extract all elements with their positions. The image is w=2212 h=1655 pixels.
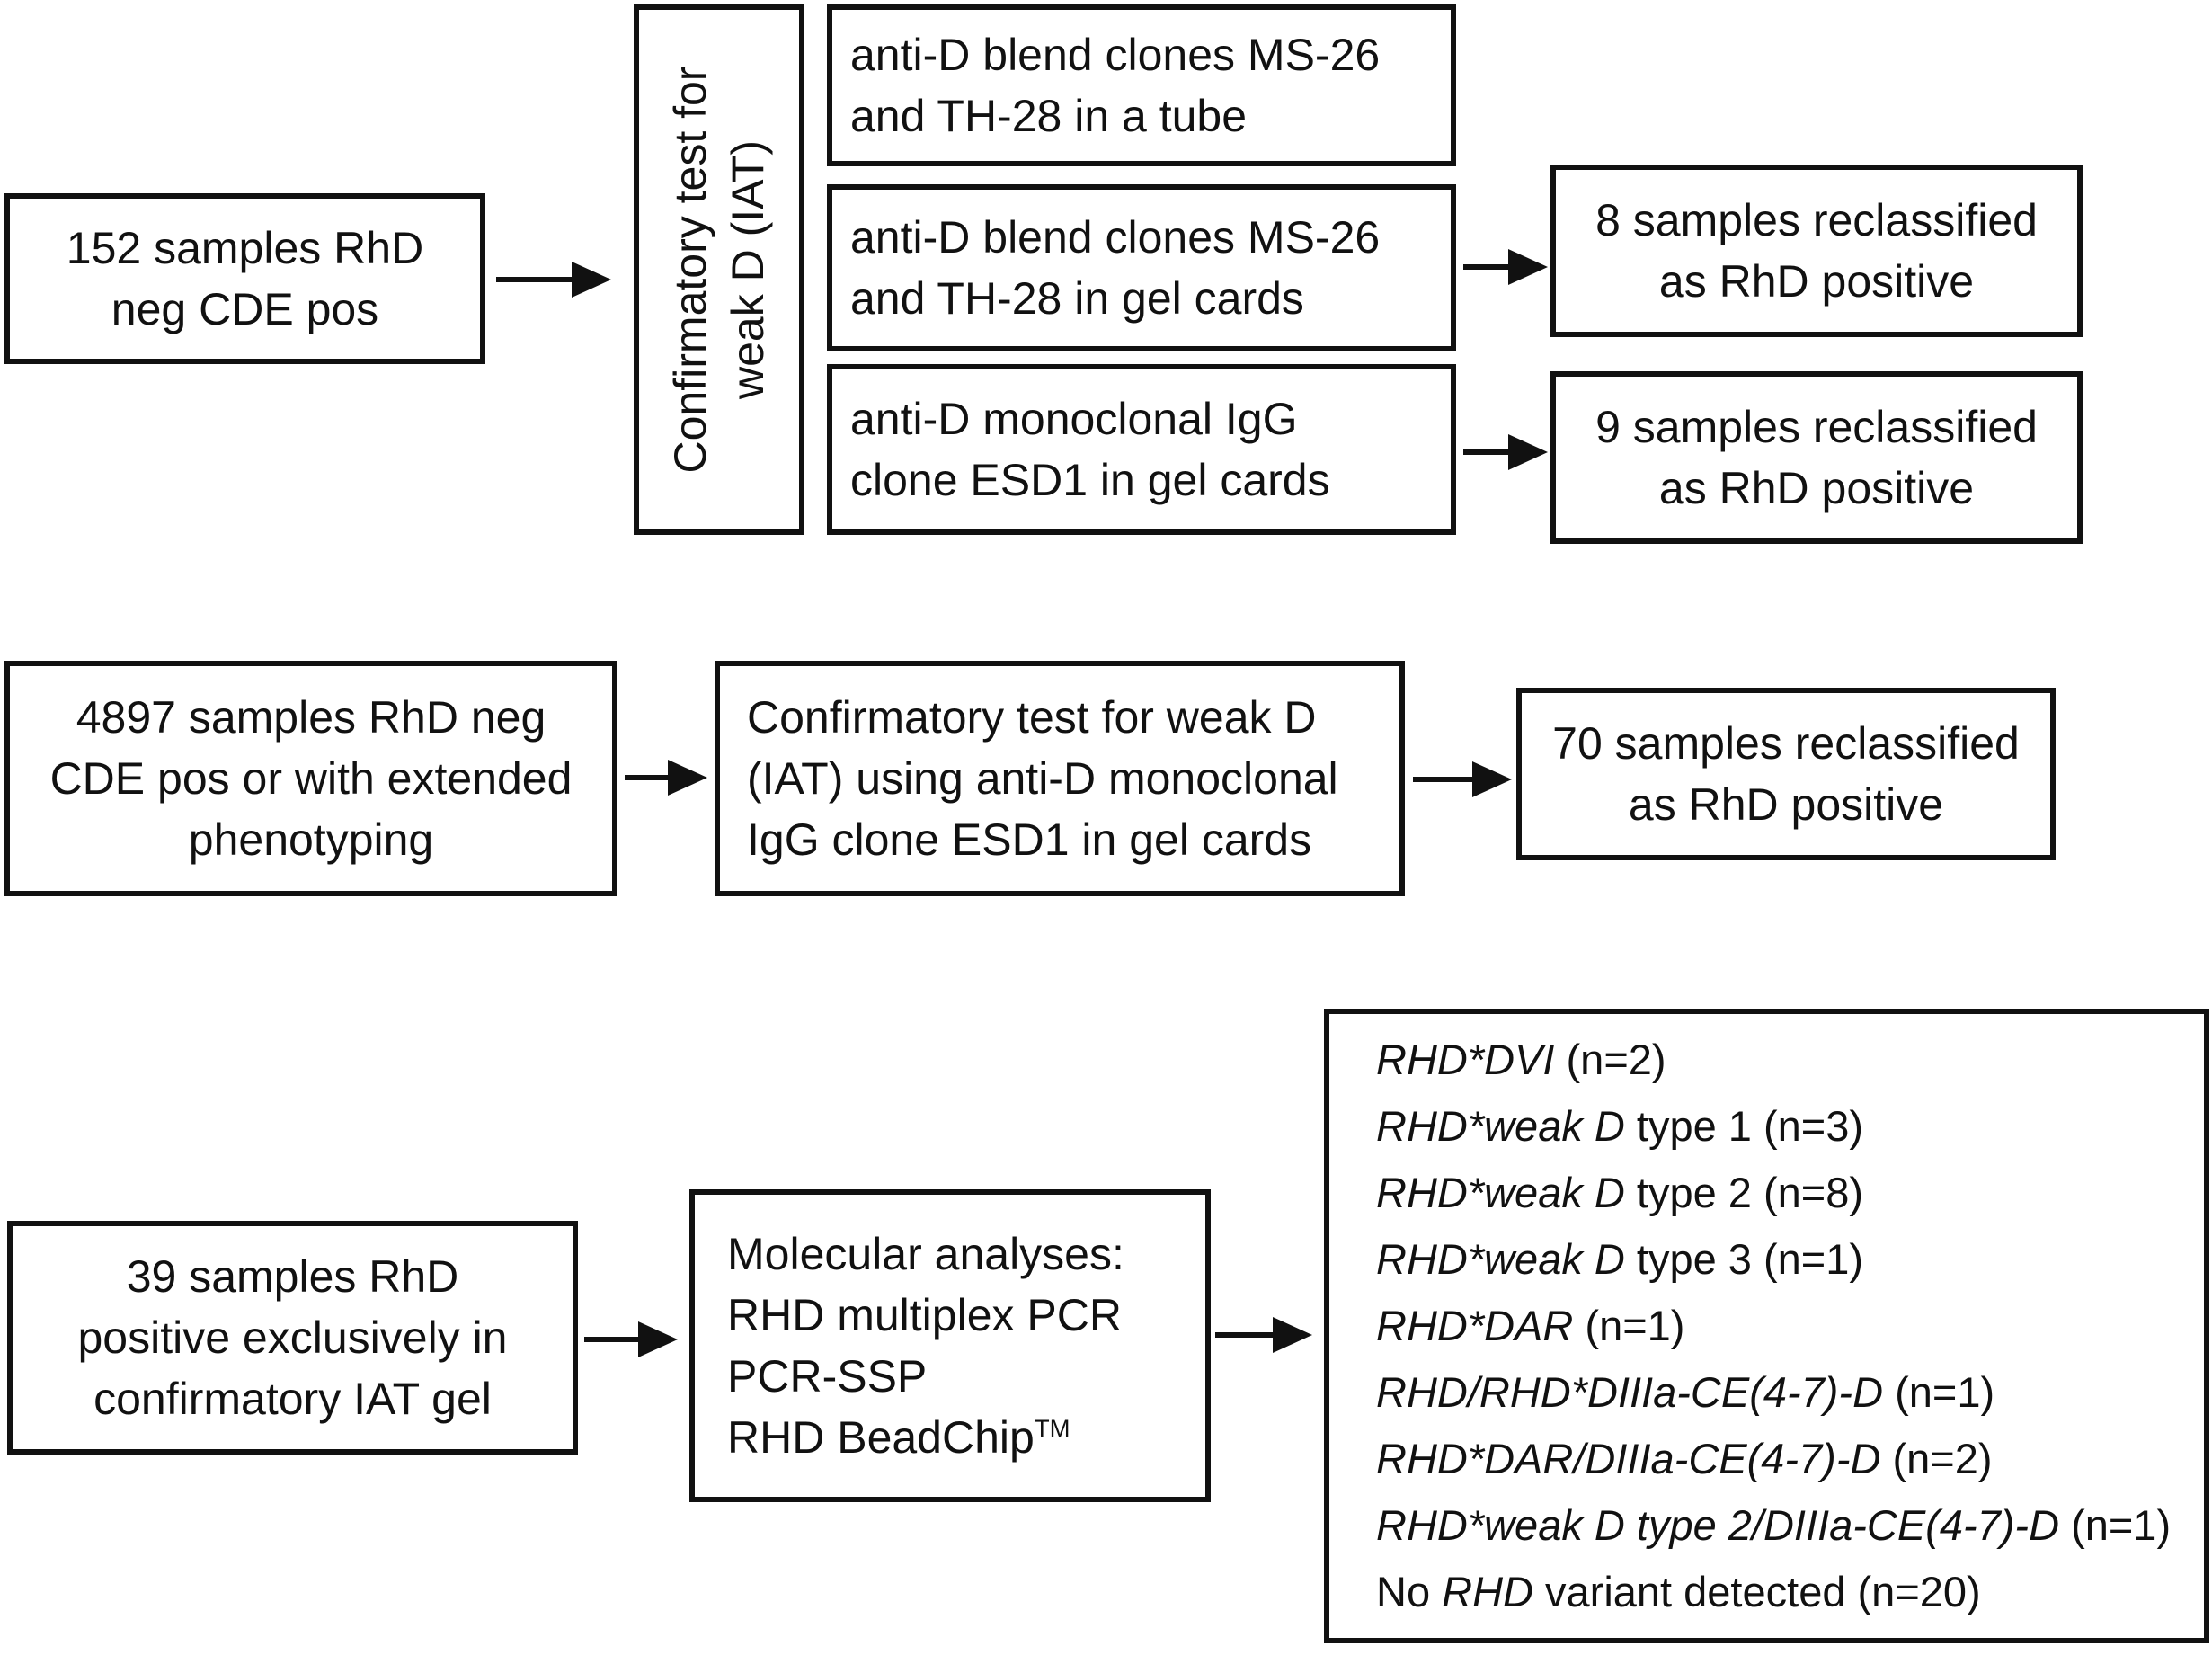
text-line: 9 samples reclassified: [1595, 402, 2038, 452]
arrow-head: [1508, 434, 1548, 470]
gene-name-italic: RHD: [1442, 1568, 1533, 1615]
text-line: (IAT) using anti-D monoclonal: [747, 753, 1338, 804]
arrow-molecular-to-variants: [1215, 1317, 1312, 1353]
text-line: RHD*DVI (n=2): [1376, 1027, 1666, 1093]
text-line: RHD*weak D type 2/DIIIa-CE(4-7)-D (n=1): [1376, 1492, 2171, 1559]
box-152-samples: 152 samples RhD neg CDE pos: [4, 193, 485, 364]
arrow-39-to-molecular: [584, 1321, 678, 1357]
gene-name-italic: RHD/RHD*DIIIa-CE(4-7)-D: [1376, 1368, 1884, 1416]
gene-name-italic: RHD*weak D: [1376, 1102, 1625, 1150]
arrow-head: [1273, 1317, 1312, 1353]
arrow-head: [1508, 249, 1548, 285]
text-line: RHD*weak D type 3 (n=1): [1376, 1226, 1863, 1293]
text-line: RHD multiplex PCR: [727, 1285, 1122, 1346]
text-segment: type 2 (n=8): [1624, 1169, 1864, 1216]
text-line: 39 samples RhD: [126, 1251, 459, 1302]
text-line: and TH-28 in gel cards: [850, 273, 1304, 324]
gene-name-italic: RHD*weak D: [1376, 1235, 1625, 1283]
text-segment: (n=1): [2059, 1501, 2172, 1549]
arrow-gel-to-8-reclassified: [1463, 249, 1548, 285]
gene-name-italic: RHD*weak D type 2/DIIIa-CE(4-7)-D: [1376, 1501, 2060, 1549]
arrow-152-to-confirmatory: [496, 262, 611, 298]
text-segment: (n=2): [1554, 1036, 1666, 1083]
text-line: RHD/RHD*DIIIa-CE(4-7)-D (n=1): [1376, 1359, 1994, 1426]
text-line: confirmatory IAT gel: [93, 1374, 492, 1424]
arrow-confirmatory-to-70-reclassified: [1413, 761, 1512, 797]
text-line: RHD*weak D type 2 (n=8): [1376, 1160, 1863, 1226]
trademark-superscript: TM: [1034, 1414, 1070, 1443]
text-line: 8 samples reclassified: [1595, 195, 2038, 245]
box-variant-results: RHD*DVI (n=2)RHD*weak D type 1 (n=3)RHD*…: [1324, 1009, 2209, 1643]
text-segment: type 1 (n=3): [1624, 1102, 1864, 1150]
text-line: neg CDE pos: [111, 284, 379, 334]
text-line: Confirmatory test for: [665, 66, 715, 474]
arrow-shaft: [1215, 1332, 1278, 1338]
box-anti-d-gel-cards-test: anti-D blend clones MS-26 and TH-28 in ge…: [827, 184, 1456, 351]
arrow-shaft: [584, 1337, 644, 1342]
arrow-head: [572, 262, 611, 298]
box-8-samples-reclassified: 8 samples reclassified as RhD positive: [1550, 165, 2083, 337]
arrow-head: [1472, 761, 1512, 797]
text-segment: (n=1): [1883, 1368, 1995, 1416]
box-70-samples-reclassified: 70 samples reclassified as RhD positive: [1516, 688, 2056, 860]
arrow-4897-to-confirmatory-iat: [625, 760, 707, 796]
text-line: RHD*DAR/DIIIa-CE(4-7)-D (n=2): [1376, 1426, 1993, 1492]
box-confirmatory-iat: Confirmatory test for weak D (IAT) using …: [715, 661, 1405, 896]
text-line: anti-D blend clones MS-26: [850, 212, 1381, 262]
text-line: RHD*weak D type 1 (n=3): [1376, 1093, 1863, 1160]
box-molecular-analyses: Molecular analyses: RHD multiplex PCR PCR-…: [689, 1189, 1211, 1502]
arrow-shaft: [625, 775, 673, 780]
text-segment: (n=2): [1880, 1435, 1993, 1482]
text-line: No RHD variant detected (n=20): [1376, 1559, 1981, 1625]
arrow-shaft: [1413, 777, 1478, 782]
arrow-shaft: [1463, 449, 1514, 455]
arrow-shaft: [496, 277, 577, 282]
text-line: 152 samples RhD: [66, 223, 424, 273]
text-line: PCR-SSP: [727, 1346, 927, 1407]
text-line: 70 samples reclassified: [1552, 718, 2020, 769]
box-9-samples-reclassified: 9 samples reclassified as RhD positive: [1550, 371, 2083, 544]
arrow-head: [668, 760, 707, 796]
text-line: phenotyping: [188, 814, 434, 865]
gene-name-italic: RHD*DAR/DIIIa-CE(4-7)-D: [1376, 1435, 1881, 1482]
text-line: 4897 samples RhD neg: [76, 692, 546, 743]
text-line: as RhD positive: [1658, 463, 1975, 513]
text-line: as RhD positive: [1658, 256, 1975, 307]
arrow-esd1-to-9-reclassified: [1463, 434, 1548, 470]
text-segment: Molecular analyses:: [727, 1229, 1124, 1279]
gene-name-italic: RHD*DAR: [1376, 1302, 1574, 1349]
box-39-samples: 39 samples RhD positive exclusively in con…: [7, 1221, 578, 1455]
text-line: weak D (IAT): [723, 140, 773, 399]
text-line: Confirmatory test for weak D: [747, 692, 1317, 743]
text-line: Molecular analyses:: [727, 1223, 1124, 1285]
box-anti-d-esd1-test: anti-D monoclonal IgG clone ESD1 in gel c…: [827, 364, 1456, 535]
text-line: clone ESD1 in gel cards: [850, 455, 1330, 505]
text-segment: PCR-SSP: [727, 1351, 928, 1401]
text-line: CDE pos or with extended: [49, 753, 573, 804]
gene-name-italic: RHD*DVI: [1376, 1036, 1555, 1083]
text-segment: RHD multiplex PCR: [727, 1290, 1122, 1340]
text-line: anti-D monoclonal IgG: [850, 394, 1298, 444]
text-line: anti-D blend clones MS-26: [850, 30, 1381, 80]
arrow-shaft: [1463, 264, 1514, 270]
text-line: positive exclusively in: [77, 1312, 508, 1363]
text-segment: type 3 (n=1): [1624, 1235, 1864, 1283]
text-segment: No: [1376, 1568, 1443, 1615]
text-line: RHD*DAR (n=1): [1376, 1293, 1684, 1359]
text-line: RHD BeadChipTM: [727, 1407, 1070, 1468]
gene-name-italic: RHD*weak D: [1376, 1169, 1625, 1216]
arrow-head: [638, 1321, 678, 1357]
text-line: IgG clone ESD1 in gel cards: [747, 814, 1312, 865]
box-anti-d-tube-test: anti-D blend clones MS-26 and TH-28 in a …: [827, 4, 1456, 166]
text-segment: variant detected (n=20): [1532, 1568, 1981, 1615]
text-line: and TH-28 in a tube: [850, 91, 1248, 141]
text-line: as RhD positive: [1628, 779, 1944, 830]
text-segment: (n=1): [1573, 1302, 1685, 1349]
text-segment: RHD BeadChip: [727, 1412, 1035, 1463]
